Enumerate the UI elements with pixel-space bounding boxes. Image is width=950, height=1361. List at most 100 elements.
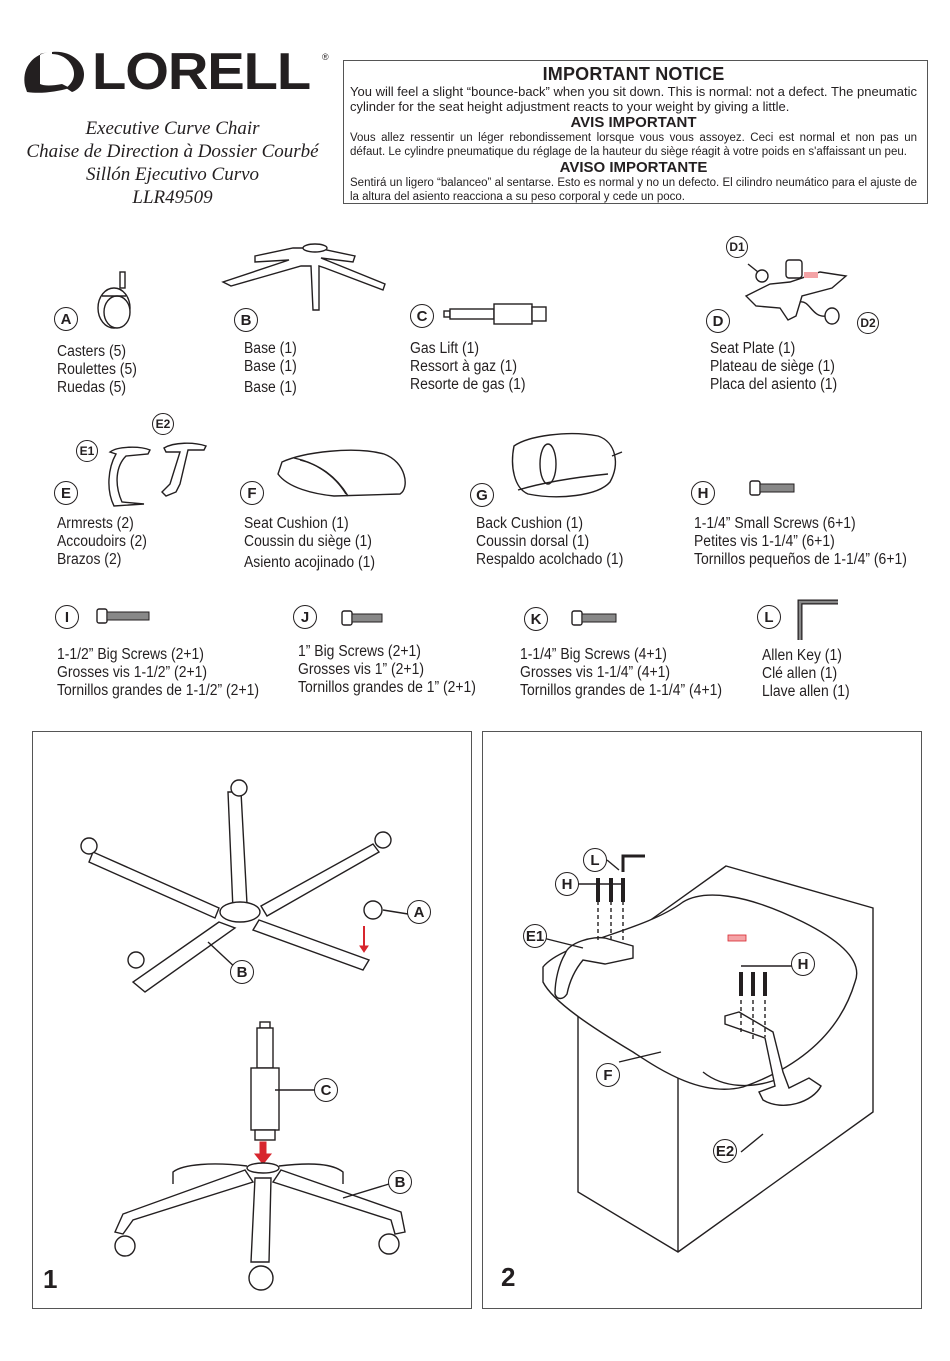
callout-e2: E2	[713, 1139, 737, 1163]
part-d2: D2	[857, 312, 879, 334]
step-1-panel: A B C B 1	[32, 731, 472, 1309]
part-badge: H	[691, 481, 715, 505]
part-badge: I	[55, 605, 79, 629]
part-g: G	[470, 483, 494, 507]
screws-h-left	[578, 878, 625, 942]
part-badge: B	[234, 308, 258, 332]
callout-badge: H	[791, 952, 815, 976]
seat-plate-icon	[744, 259, 848, 325]
part-j: J	[293, 605, 317, 629]
title-fr: Chaise de Direction à Dossier Courbé	[26, 141, 319, 162]
part-h-label: 1-1/4” Small Screws (6+1) Petites vis 1-…	[694, 515, 907, 568]
part-h: H	[691, 481, 715, 505]
gas-lift-icon	[443, 303, 547, 325]
step-1-diagram	[80, 779, 409, 1291]
armrest-icon	[108, 442, 207, 507]
callout-b-2: B	[388, 1170, 412, 1194]
registered-mark: ®	[322, 52, 329, 62]
part-c: C	[410, 304, 434, 328]
step-number: 1	[43, 1264, 58, 1294]
notice-title-en: IMPORTANT NOTICE	[542, 64, 725, 84]
part-i: I	[55, 605, 79, 629]
callout-badge: C	[314, 1078, 338, 1102]
part-badge: K	[524, 607, 548, 631]
part-e2: E2	[152, 413, 174, 435]
part-badge: F	[240, 481, 264, 505]
callout-e1: E1	[523, 924, 547, 948]
callout-h-right: H	[791, 952, 815, 976]
part-badge: G	[470, 483, 494, 507]
base-with-casters-illustration	[80, 779, 409, 993]
step-number: 2	[501, 1262, 516, 1292]
screw-k-icon	[571, 610, 617, 626]
part-c-label: Gas Lift (1) Ressort à gaz (1) Resorte d…	[410, 340, 526, 393]
callout-a: A	[407, 900, 431, 924]
base-icon	[221, 243, 386, 311]
callout-b: B	[230, 960, 254, 984]
title-en: Executive Curve Chair	[85, 118, 260, 139]
part-badge: D	[706, 309, 730, 333]
callout-h-left: H	[555, 872, 579, 896]
seat-armrest-assembly-illustration	[542, 854, 874, 1253]
part-e: E	[54, 481, 78, 505]
notice-text-es: Sentirá un ligero “balanceo” al sentarse…	[350, 177, 917, 203]
part-d-label: Seat Plate (1) Plateau de siège (1) Plac…	[710, 340, 838, 393]
brand-name: LORELL	[92, 43, 311, 101]
gas-lift-into-base-illustration	[114, 1021, 406, 1291]
part-e1: E1	[76, 440, 98, 462]
title-es: Sillón Ejecutivo Curvo	[85, 164, 260, 185]
part-a: A	[54, 307, 78, 331]
allen-key-icon	[797, 599, 838, 640]
callout-badge: E2	[713, 1139, 737, 1163]
part-sub-badge: E2	[152, 413, 174, 435]
part-l: L	[757, 605, 781, 629]
callout-badge: B	[230, 960, 254, 984]
part-sub-badge: D1	[726, 236, 748, 258]
part-e-label: Armrests (2) Accoudoirs (2) Brazos (2)	[57, 515, 147, 568]
screw-i-icon	[96, 608, 150, 624]
part-badge: A	[54, 307, 78, 331]
callout-badge: L	[583, 848, 607, 872]
part-sub-badge: E1	[76, 440, 98, 462]
part-badge: J	[293, 605, 317, 629]
back-cushion-icon	[511, 432, 623, 498]
notice-text-en: You will feel a slight “bounce-back” whe…	[350, 84, 917, 114]
part-k: K	[524, 607, 548, 631]
model-number: LLR49509	[132, 187, 213, 208]
callout-badge: F	[596, 1063, 620, 1087]
part-b: B	[234, 308, 258, 332]
callout-l: L	[583, 848, 607, 872]
part-k-label: 1-1/4” Big Screws (4+1) Grosses vis 1-1/…	[520, 646, 723, 699]
part-b-label: Base (1) Base (1) Base (1)	[244, 340, 297, 396]
seat-cushion-icon	[277, 449, 406, 497]
callout-badge: H	[555, 872, 579, 896]
callout-c: C	[314, 1078, 338, 1102]
part-d: D	[706, 309, 730, 333]
product-titles: Executive Curve Chair Chaise de Directio…	[10, 117, 335, 209]
part-a-label: Casters (5) Roulettes (5) Ruedas (5)	[57, 343, 137, 396]
part-d1: D1	[726, 236, 748, 258]
caster-icon	[97, 271, 131, 329]
screw-h-icon	[749, 480, 795, 496]
callout-badge: A	[407, 900, 431, 924]
part-g-label: Back Cushion (1) Coussin dorsal (1) Resp…	[476, 515, 624, 568]
lorell-logo: LORELL ®	[22, 43, 332, 101]
part-badge: C	[410, 304, 434, 328]
screw-j-icon	[341, 610, 383, 626]
part-f-label: Seat Cushion (1) Coussin du siège (1) As…	[244, 515, 376, 571]
part-i-label: 1-1/2” Big Screws (2+1) Grosses vis 1-1/…	[57, 646, 260, 699]
step-2-diagram	[542, 854, 874, 1253]
notice-title-fr: AVIS IMPORTANT	[570, 114, 697, 131]
part-badge: E	[54, 481, 78, 505]
part-l-label: Allen Key (1) Clé allen (1) Llave allen …	[762, 647, 850, 700]
callout-badge: B	[388, 1170, 412, 1194]
callout-badge: E1	[523, 924, 547, 948]
step-2-panel: L H E1 H F E2 2	[482, 731, 922, 1309]
part-f: F	[240, 481, 264, 505]
notice-text-fr: Vous allez ressentir un léger rebondisse…	[350, 132, 917, 158]
important-notice-box: IMPORTANT NOTICE You will feel a slight …	[343, 60, 928, 204]
callout-f: F	[596, 1063, 620, 1087]
part-badge: L	[757, 605, 781, 629]
part-j-label: 1” Big Screws (2+1) Grosses vis 1” (2+1)…	[298, 643, 476, 696]
logo-mark-icon	[24, 51, 84, 93]
